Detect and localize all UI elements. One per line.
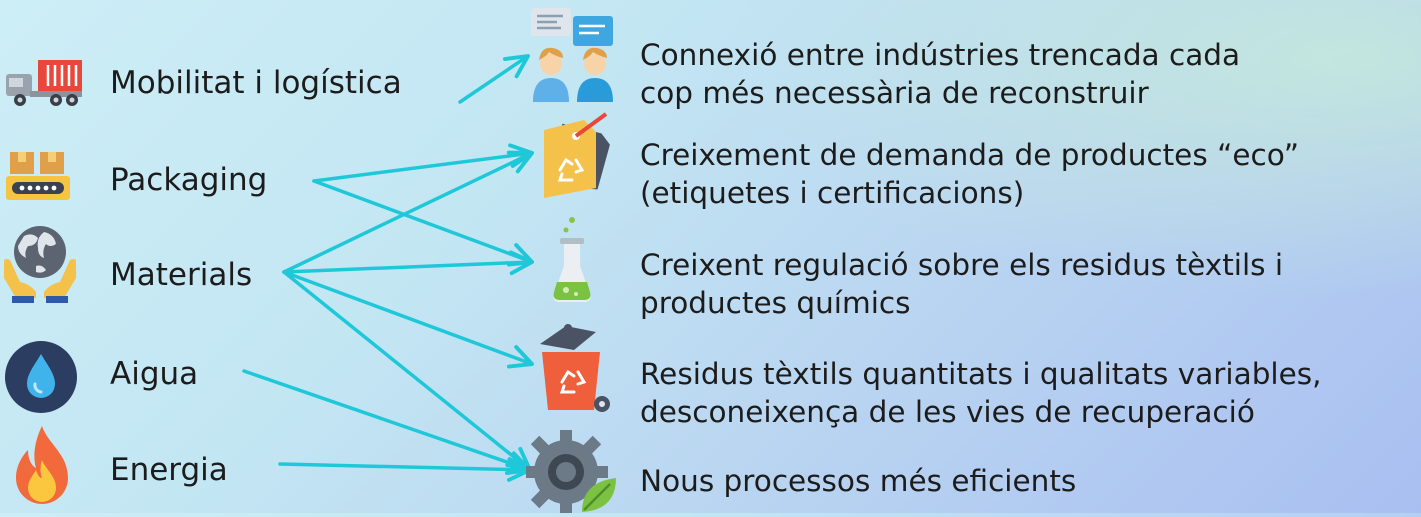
source-label-aigua: Aigua bbox=[110, 356, 199, 392]
recycle-bin-icon bbox=[536, 322, 616, 420]
target-residus-line-2: desconeixença de les vies de recuperació bbox=[640, 395, 1255, 429]
target-eco-line-1: Creixement de demanda de productes “eco” bbox=[640, 138, 1300, 172]
source-label-energia: Energia bbox=[110, 452, 228, 488]
source-label-materials: Materials bbox=[110, 257, 253, 293]
people-chat-icon bbox=[527, 6, 617, 106]
globe-hands-icon bbox=[2, 222, 78, 308]
flask-icon bbox=[552, 216, 592, 308]
arrow-mobilitat-to-connexio bbox=[458, 54, 530, 104]
arrow-materials-to-processos bbox=[282, 270, 532, 472]
arrow-energia-to-processos bbox=[278, 457, 532, 482]
target-residus-line-1: Residus tèxtils quantitats i qualitats v… bbox=[640, 357, 1322, 391]
recycle-tag-icon bbox=[536, 110, 616, 206]
target-regulacio: Creixent regulació sobre els residus tèx… bbox=[640, 246, 1420, 322]
target-regulacio-line-1: Creixent regulació sobre els residus tèx… bbox=[640, 248, 1284, 282]
source-label-mobilitat: Mobilitat i logística bbox=[110, 65, 402, 101]
arrow-packaging-to-regulacio bbox=[312, 179, 534, 267]
target-processos: Nous processos més eficients bbox=[640, 462, 1420, 500]
target-connexio: Connexió entre indústries trencada cada … bbox=[640, 36, 1420, 112]
target-regulacio-line-2: productes químics bbox=[640, 286, 911, 320]
arrow-aigua-to-processos bbox=[242, 369, 532, 475]
truck-icon bbox=[6, 58, 82, 112]
water-drop-icon bbox=[4, 340, 78, 418]
target-connexio-line-1: Connexió entre indústries trencada cada bbox=[640, 38, 1241, 72]
target-processos-line-1: Nous processos més eficients bbox=[640, 464, 1077, 498]
gear-leaf-icon bbox=[524, 428, 618, 517]
boxes-conveyor-icon bbox=[6, 150, 70, 208]
arrow-packaging-to-eco bbox=[312, 143, 534, 183]
target-eco: Creixement de demanda de productes “eco”… bbox=[640, 136, 1420, 212]
target-residus: Residus tèxtils quantitats i qualitats v… bbox=[640, 355, 1420, 431]
target-eco-line-2: (etiquetes i certificacions) bbox=[640, 176, 1025, 210]
flame-icon bbox=[8, 424, 76, 512]
arrow-materials-to-regulacio bbox=[282, 250, 534, 276]
target-connexio-line-2: cop més necessària de reconstruir bbox=[640, 76, 1149, 110]
background-accent bbox=[721, 0, 1421, 300]
source-label-packaging: Packaging bbox=[110, 162, 268, 198]
arrow-materials-to-eco bbox=[282, 150, 534, 274]
arrow-materials-to-residus bbox=[282, 270, 534, 369]
